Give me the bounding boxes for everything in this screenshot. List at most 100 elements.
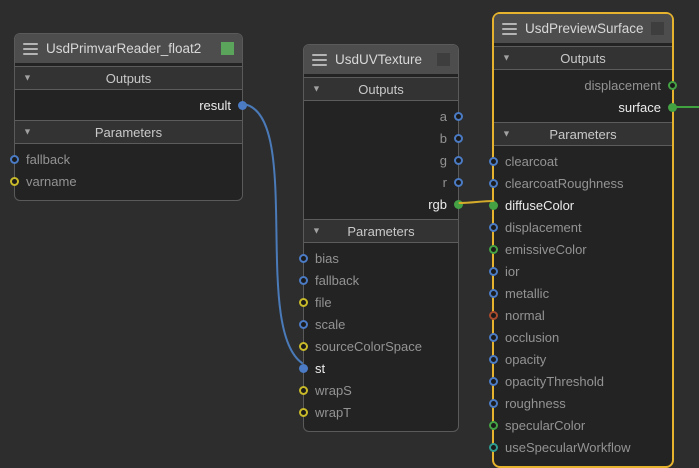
section-header-outputs[interactable]: ▼Outputs bbox=[494, 46, 672, 70]
param-fallback[interactable]: fallback bbox=[10, 148, 242, 170]
port-ior[interactable] bbox=[489, 266, 498, 276]
collapse-triangle-icon[interactable]: ▼ bbox=[312, 225, 321, 236]
port-result[interactable] bbox=[238, 100, 247, 110]
output-result[interactable]: result bbox=[15, 94, 247, 116]
param-wrapT[interactable]: wrapT bbox=[299, 401, 458, 423]
param-fallback[interactable]: fallback bbox=[299, 269, 458, 291]
node-header[interactable]: UsdPrimvarReader_float2 bbox=[15, 34, 242, 63]
port-diffuseColor[interactable] bbox=[489, 200, 498, 210]
collapse-triangle-icon[interactable]: ▼ bbox=[23, 72, 32, 83]
menu-icon[interactable] bbox=[312, 53, 327, 66]
section-header-outputs[interactable]: ▼ Outputs bbox=[304, 77, 458, 101]
port-emissiveColor[interactable] bbox=[489, 244, 498, 254]
wire-result-to-st[interactable] bbox=[242, 103, 303, 364]
node-title: UsdUVTexture bbox=[335, 52, 423, 67]
port-varname[interactable] bbox=[10, 176, 19, 186]
param-file[interactable]: file bbox=[299, 291, 458, 313]
port-opacityThreshold[interactable] bbox=[489, 376, 498, 386]
param-wrapS[interactable]: wrapS bbox=[299, 379, 458, 401]
port-label: clearcoatRoughness bbox=[505, 175, 624, 191]
section-header-parameters[interactable]: ▼Parameters bbox=[304, 219, 458, 243]
port-label: metallic bbox=[505, 285, 550, 301]
port-a[interactable] bbox=[454, 111, 463, 121]
param-opacityThreshold[interactable]: opacityThreshold bbox=[489, 370, 672, 392]
section-header-parameters[interactable]: ▼Parameters bbox=[494, 122, 672, 146]
node-UsdPrimvarReader_float2[interactable]: UsdPrimvarReader_float2 ▼Outputs result ▼Pa… bbox=[10, 33, 247, 201]
param-normal[interactable]: normal bbox=[489, 304, 672, 326]
port-opacity[interactable] bbox=[489, 354, 498, 364]
port-fallback[interactable] bbox=[299, 275, 308, 285]
param-useSpecularWorkflow[interactable]: useSpecularWorkflow bbox=[489, 436, 672, 458]
node-title: UsdPreviewSurface bbox=[525, 21, 643, 36]
param-sourceColorSpace[interactable]: sourceColorSpace bbox=[299, 335, 458, 357]
port-rgb[interactable] bbox=[454, 199, 463, 209]
port-clearcoat[interactable] bbox=[489, 156, 498, 166]
section-header-outputs[interactable]: ▼Outputs bbox=[15, 66, 242, 90]
param-emissiveColor[interactable]: emissiveColor bbox=[489, 238, 672, 260]
port-label: useSpecularWorkflow bbox=[505, 439, 631, 455]
node-header[interactable]: UsdUVTexture bbox=[304, 45, 458, 74]
port-g[interactable] bbox=[454, 155, 463, 165]
param-clearcoatRoughness[interactable]: clearcoatRoughness bbox=[489, 172, 672, 194]
output-rgb[interactable]: rgb bbox=[304, 193, 463, 215]
param-scale[interactable]: scale bbox=[299, 313, 458, 335]
collapse-triangle-icon[interactable]: ▼ bbox=[502, 52, 511, 63]
param-specularColor[interactable]: specularColor bbox=[489, 414, 672, 436]
port-displacement[interactable] bbox=[668, 80, 677, 90]
menu-icon[interactable] bbox=[23, 42, 38, 55]
port-surface[interactable] bbox=[668, 102, 677, 112]
output-g[interactable]: g bbox=[304, 149, 463, 171]
param-occlusion[interactable]: occlusion bbox=[489, 326, 672, 348]
output-surface[interactable]: surface bbox=[494, 96, 677, 118]
port-label: rgb bbox=[428, 196, 447, 212]
node-status-swatch bbox=[437, 53, 450, 66]
port-scale[interactable] bbox=[299, 319, 308, 329]
param-st[interactable]: st bbox=[299, 357, 458, 379]
port-useSpecularWorkflow[interactable] bbox=[489, 442, 498, 452]
param-displacement[interactable]: displacement bbox=[489, 216, 672, 238]
section-header-parameters[interactable]: ▼Parameters bbox=[15, 120, 242, 144]
port-label: scale bbox=[315, 316, 346, 332]
param-ior[interactable]: ior bbox=[489, 260, 672, 282]
collapse-triangle-icon[interactable]: ▼ bbox=[502, 128, 511, 139]
output-displacement[interactable]: displacement bbox=[494, 74, 677, 96]
port-roughness[interactable] bbox=[489, 398, 498, 408]
collapse-triangle-icon[interactable]: ▼ bbox=[312, 83, 321, 94]
port-label: opacity bbox=[505, 351, 547, 367]
param-roughness[interactable]: roughness bbox=[489, 392, 672, 414]
port-label: g bbox=[439, 152, 447, 168]
port-file[interactable] bbox=[299, 297, 308, 307]
port-wrapS[interactable] bbox=[299, 385, 308, 395]
port-displacement[interactable] bbox=[489, 222, 498, 232]
port-wrapT[interactable] bbox=[299, 407, 308, 417]
param-bias[interactable]: bias bbox=[299, 247, 458, 269]
collapse-triangle-icon[interactable]: ▼ bbox=[23, 126, 32, 137]
port-clearcoatRoughness[interactable] bbox=[489, 178, 498, 188]
param-opacity[interactable]: opacity bbox=[489, 348, 672, 370]
port-label: wrapT bbox=[315, 404, 352, 420]
port-st[interactable] bbox=[299, 363, 308, 373]
port-specularColor[interactable] bbox=[489, 420, 498, 430]
port-r[interactable] bbox=[454, 177, 463, 187]
port-normal[interactable] bbox=[489, 310, 498, 320]
port-b[interactable] bbox=[454, 133, 463, 143]
port-fallback[interactable] bbox=[10, 154, 19, 164]
port-occlusion[interactable] bbox=[489, 332, 498, 342]
output-r[interactable]: r bbox=[304, 171, 463, 193]
output-b[interactable]: b bbox=[304, 127, 463, 149]
port-bias[interactable] bbox=[299, 253, 308, 263]
port-label: opacityThreshold bbox=[505, 373, 604, 389]
param-varname[interactable]: varname bbox=[10, 170, 242, 192]
param-metallic[interactable]: metallic bbox=[489, 282, 672, 304]
port-sourceColorSpace[interactable] bbox=[299, 341, 308, 351]
menu-icon[interactable] bbox=[502, 22, 517, 35]
port-metallic[interactable] bbox=[489, 288, 498, 298]
param-clearcoat[interactable]: clearcoat bbox=[489, 150, 672, 172]
node-header[interactable]: UsdPreviewSurface bbox=[494, 14, 672, 43]
param-diffuseColor[interactable]: diffuseColor bbox=[489, 194, 672, 216]
section-label: Outputs bbox=[358, 81, 404, 97]
output-a[interactable]: a bbox=[304, 105, 463, 127]
